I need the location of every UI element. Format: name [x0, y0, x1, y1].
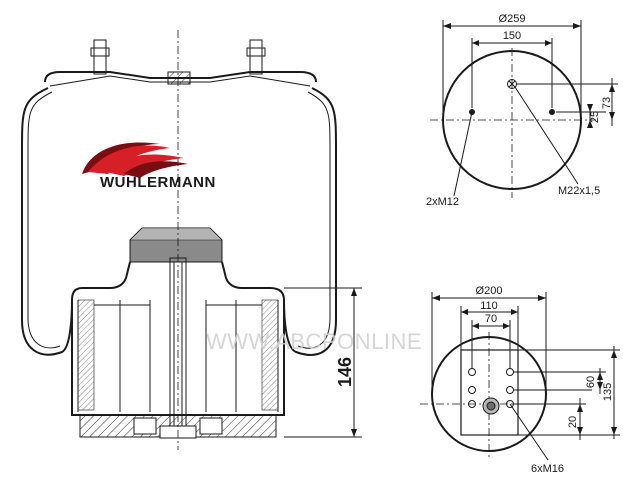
bolt-hole-right: [549, 109, 555, 115]
width-outer-label: 110: [480, 300, 498, 312]
brand-logo: WUHLERMANN: [82, 142, 216, 191]
top-view: Ø259 150 25 73 2xM12 M22x1,5: [426, 13, 618, 208]
thread-callout: 6xM16: [531, 463, 564, 475]
watermark-text: WWW.ABCPONLINE: [206, 329, 422, 354]
mounting-stud-right: [246, 39, 266, 75]
height-label: 146: [335, 357, 355, 387]
brand-name: WUHLERMANN: [100, 174, 216, 191]
center-fitting: [482, 397, 500, 415]
threaded-holes: [468, 368, 514, 408]
bellows-outline: [21, 87, 73, 356]
bottom-view: Ø200 110 70 60 135 20 6xM16: [420, 285, 620, 475]
bolt-callout: 2xM12: [426, 196, 459, 208]
air-fitting-callout: M22x1,5: [558, 185, 600, 197]
height-dimension: 146: [284, 287, 362, 438]
piston-outline: [71, 261, 285, 301]
top-diameter-label: Ø259: [499, 13, 526, 25]
air-fitting-boss: [167, 71, 191, 85]
bottom-diameter-label: Ø200: [476, 285, 503, 297]
offset-large-label: 73: [601, 97, 613, 109]
mounting-stud-left: [90, 39, 110, 75]
height-135-label: 135: [602, 383, 614, 401]
width-inner-label: 70: [485, 313, 497, 325]
side-view: 146: [21, 30, 362, 450]
height-60-label: 60: [585, 376, 597, 388]
logo-swoosh-red: [88, 145, 170, 174]
bolt-spacing-label: 150: [503, 30, 521, 42]
offset-small-label: 25: [589, 111, 601, 123]
height-20-label: 20: [567, 416, 579, 428]
mounting-square: [460, 349, 519, 436]
